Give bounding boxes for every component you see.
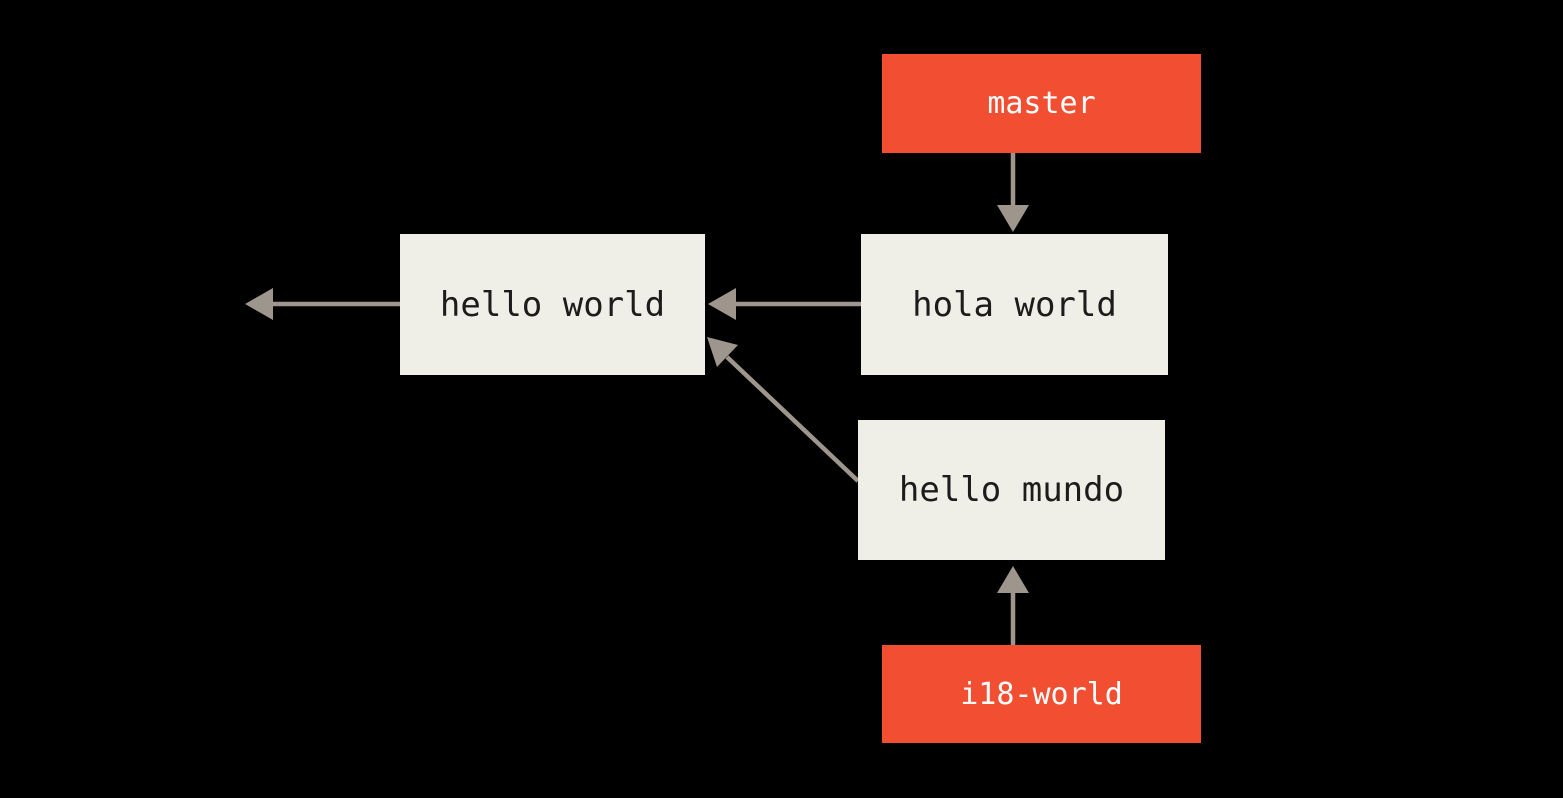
commit-node-hello-mundo-text: hello mundo: [898, 470, 1125, 510]
branch-label-i18-world: i18-world: [882, 645, 1201, 743]
arrow-master-to-hola-world: [997, 153, 1029, 232]
commit-node-hello-world-text: hello world: [439, 284, 666, 325]
branch-label-i18-world-text: i18-world: [960, 676, 1123, 712]
branch-label-master-text: master: [987, 86, 1096, 121]
arrow-i18-world-to-hello-mundo: [997, 566, 1029, 645]
commit-node-hola-world-text: hola world: [912, 284, 1117, 325]
commit-node-hola-world: hola world: [861, 234, 1168, 375]
branch-label-master: master: [882, 54, 1201, 153]
commit-node-hello-mundo: hello mundo: [858, 420, 1165, 560]
arrow-hello-mundo-to-hello-world: [707, 337, 860, 483]
arrow-hello-world-to-left: [245, 288, 400, 320]
commit-node-hello-world: hello world: [400, 234, 705, 375]
arrow-hola-world-to-hello-world: [708, 288, 861, 320]
